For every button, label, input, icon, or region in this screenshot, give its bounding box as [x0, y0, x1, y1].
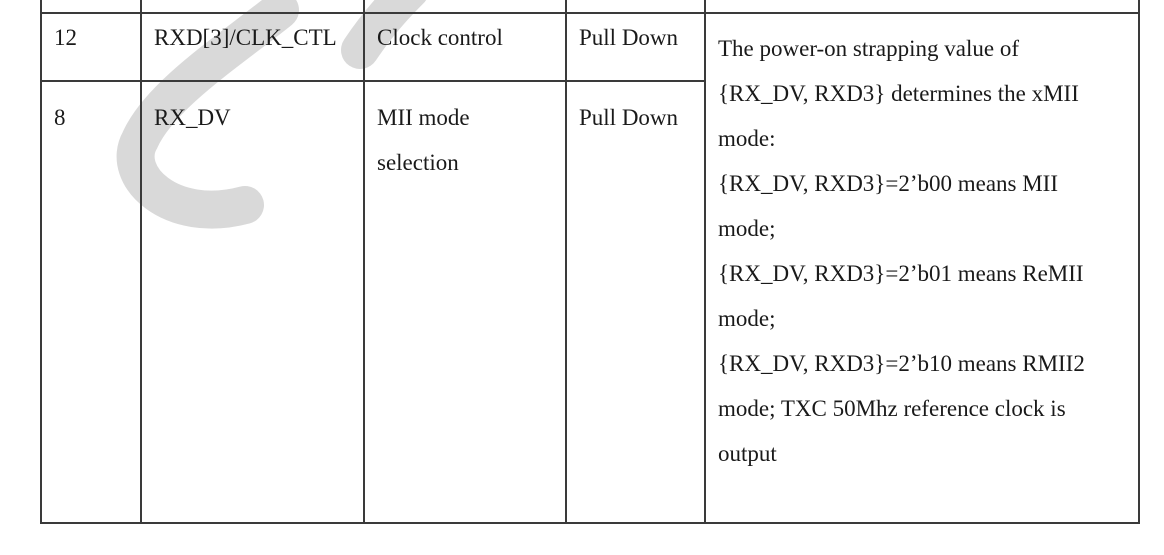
description-line: {RX_DV, RXD3}=2’b00 means MII [718, 171, 1059, 196]
function-line: selection [377, 150, 459, 175]
description-line: mode; [718, 216, 776, 241]
function-cell: Clock control [363, 12, 567, 82]
description-line: output [718, 441, 777, 466]
table-row-previous [40, 0, 1140, 14]
pin-name-cell: RXD[3]/CLK_CTL [140, 12, 365, 82]
pin-number-cell: 12 [40, 12, 142, 82]
description-line: The power-on strapping value of [718, 36, 1019, 61]
description-line: mode: [718, 126, 776, 151]
default-cell: Pull Down [565, 80, 706, 524]
pin-number-cell: 8 [40, 80, 142, 524]
description-cell: The power-on strapping value of {RX_DV, … [704, 12, 1140, 524]
function-line: MII mode [377, 105, 470, 130]
table-cell [40, 0, 142, 14]
table-cell [565, 0, 706, 14]
table-cell [140, 0, 365, 14]
description-line: {RX_DV, RXD3}=2’b01 means ReMII [718, 261, 1084, 286]
description-line: mode; TXC 50Mhz reference clock is [718, 396, 1066, 421]
table-row: 12 RXD[3]/CLK_CTL Clock control Pull Dow… [40, 12, 1140, 524]
function-cell: MII mode selection [363, 80, 567, 524]
description-paragraph: {RX_DV, RXD3}=2’b10 means RMII2 mode; TX… [718, 341, 1126, 476]
table-row: 8 RX_DV MII mode selection Pull Down [40, 80, 1139, 524]
description-paragraph: {RX_DV, RXD3}=2’b00 means MII mode; [718, 161, 1126, 251]
description-paragraph: The power-on strapping value of {RX_DV, … [718, 26, 1126, 161]
table-cell [704, 0, 1140, 14]
description-paragraph: {RX_DV, RXD3}=2’b01 means ReMII mode; [718, 251, 1126, 341]
default-cell: Pull Down [565, 12, 706, 82]
table-cell [363, 0, 567, 14]
description-line: {RX_DV, RXD3}=2’b10 means RMII2 [718, 351, 1085, 376]
description-line: {RX_DV, RXD3} determines the xMII [718, 81, 1079, 106]
strapping-table: 12 RXD[3]/CLK_CTL Clock control Pull Dow… [40, 0, 1140, 524]
pin-name-cell: RX_DV [140, 80, 365, 524]
description-line: mode; [718, 306, 776, 331]
